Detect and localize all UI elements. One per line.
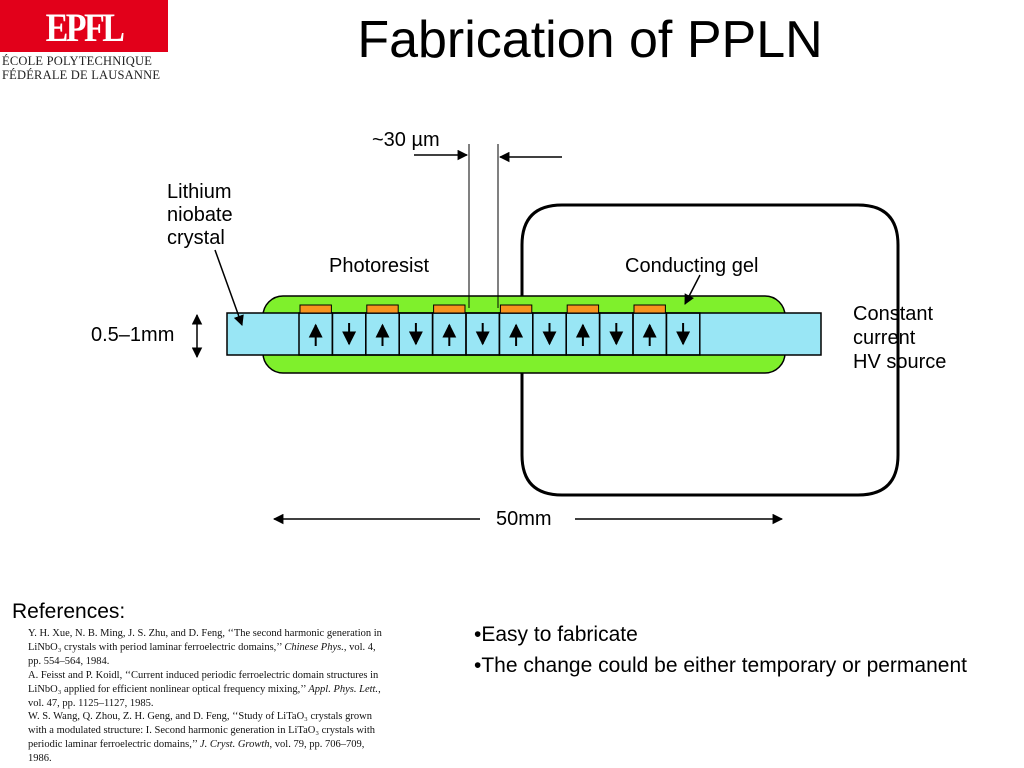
reference-journal: Appl. Phys. Lett. — [308, 683, 379, 695]
crystal-label-1: Lithium — [167, 181, 231, 203]
logo-mark: EPFL — [45, 5, 125, 50]
thickness-label: 0.5–1mm — [91, 324, 174, 346]
photoresist-strip — [633, 304, 666, 314]
reference-details: , vol. 79, pp. 706–709, 1986. — [28, 739, 365, 765]
lithium-niobate-crystal — [226, 312, 822, 356]
reference-entry: Y. H. Xue, N. B. Ming, J. S. Zhu, and D.… — [28, 627, 388, 669]
references-list: Y. H. Xue, N. B. Ming, J. S. Zhu, and D.… — [28, 627, 388, 766]
photoresist-label: Photoresist — [329, 255, 429, 277]
length-label: 50mm — [496, 508, 552, 530]
reference-details: , vol. 47, pp. 1125–1127, 1985. — [28, 683, 381, 709]
epfl-logo: EPFL ÉCOLE POLYTECHNIQUE FÉDÉRALE DE LAU… — [0, 0, 168, 90]
bullet-item: •The change could be either temporary or… — [474, 654, 967, 677]
crystal-label-3: crystal — [167, 227, 225, 249]
photoresist-group — [299, 304, 666, 314]
photoresist-strip — [566, 304, 600, 314]
references-heading: References: — [12, 600, 126, 623]
source-label-3: HV source — [853, 351, 946, 373]
photoresist-strip — [433, 304, 466, 314]
slide-title: Fabrication of PPLN — [357, 11, 823, 69]
domain-cell — [665, 312, 701, 356]
logo-line-1: ÉCOLE POLYTECHNIQUE — [2, 54, 153, 68]
bullet-item: •Easy to fabricate — [474, 623, 638, 646]
reference-details: , vol. 4, pp. 554–564, 1984. — [28, 641, 376, 667]
photoresist-strip — [499, 304, 533, 314]
gel-label: Conducting gel — [625, 255, 758, 277]
photoresist-strip — [299, 304, 332, 314]
reference-entry: W. S. Wang, Q. Zhou, Z. H. Geng, and D. … — [28, 710, 388, 766]
gel-pointer — [684, 274, 701, 305]
source-label-2: current — [853, 327, 916, 349]
reference-text: W. S. Wang, Q. Zhou, Z. H. Geng, and D. … — [28, 711, 375, 751]
logo-line-2: FÉDÉRALE DE LAUSANNE — [2, 68, 161, 82]
source-label-1: Constant — [853, 303, 933, 325]
crystal-label-2: niobate — [167, 204, 233, 226]
crystal-pointer — [214, 249, 244, 326]
photoresist-strip — [366, 304, 399, 314]
reference-entry: A. Feisst and P. Koidl, ‘‘Current induce… — [28, 669, 388, 711]
hv-circuit-wire — [520, 203, 900, 497]
reference-journal: Chinese Phys. — [284, 641, 344, 653]
reference-text: A. Feisst and P. Koidl, ‘‘Current induce… — [28, 669, 379, 695]
period-label: ~30 µm — [372, 129, 440, 151]
ppln-diagram: Lithium niobate crystal Photoresist Cond… — [91, 129, 946, 530]
reference-text: Y. H. Xue, N. B. Ming, J. S. Zhu, and D.… — [28, 628, 382, 653]
reference-journal: J. Cryst. Growth — [199, 739, 270, 751]
bullet-list: •Easy to fabricate •The change could be e… — [474, 619, 994, 681]
logo-block: EPFL — [0, 0, 168, 52]
